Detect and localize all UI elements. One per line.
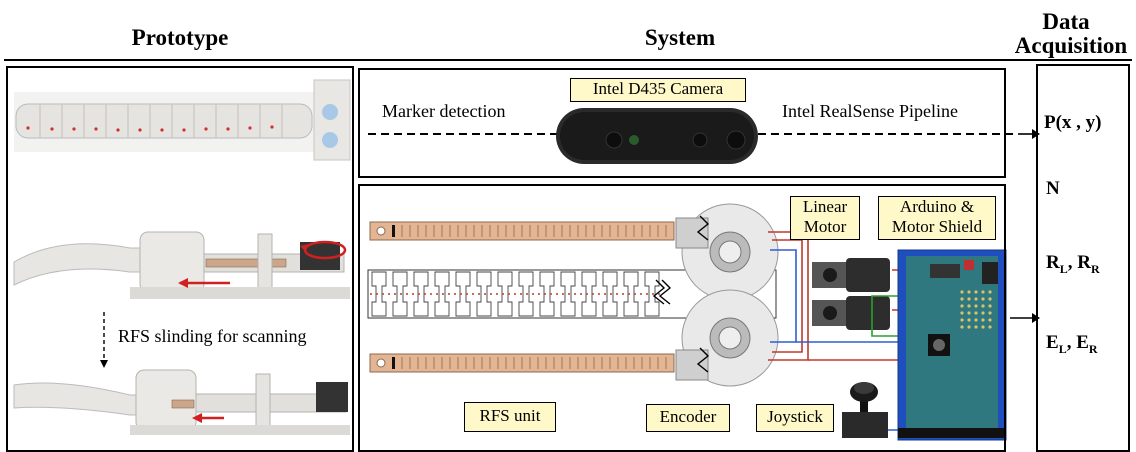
- output-e-sep: ,: [1066, 332, 1077, 353]
- output-e-base-2: E: [1076, 332, 1089, 353]
- prototype-photo-middle: [13, 231, 350, 299]
- rfs-unit-label: RFS unit: [464, 402, 556, 432]
- prototype-header: Prototype: [131, 25, 229, 50]
- output-e-base: E: [1046, 332, 1059, 353]
- joystick-icon: [842, 382, 888, 438]
- encoder-gear-top: [675, 203, 779, 301]
- encoder-label: Encoder: [646, 404, 730, 432]
- output-e-sub-r: R: [1088, 341, 1098, 356]
- camera-label: Intel D435 Camera: [570, 78, 746, 102]
- camera-icon: [556, 108, 758, 164]
- realsense-pipeline-text: Intel RealSense Pipeline: [782, 101, 958, 121]
- prototype-photo-bottom: [13, 369, 350, 435]
- data-acquisition-header-line1: Data: [1042, 9, 1090, 34]
- system-header: System: [644, 25, 716, 50]
- marker-detection-text: Marker detection: [382, 101, 506, 121]
- linear-motor-label: Linear Motor: [790, 196, 860, 240]
- output-n: N: [1046, 178, 1060, 199]
- data-acquisition-panel: [1036, 64, 1130, 452]
- output-e-sub-l: L: [1058, 341, 1067, 356]
- linear-motor: [812, 258, 890, 330]
- output-r-sep: ,: [1067, 252, 1078, 273]
- prototype-photo-top: [14, 79, 351, 161]
- joystick-label: Joystick: [756, 404, 834, 432]
- arduino-board: [897, 249, 1007, 441]
- output-e: EL, ER: [1046, 332, 1098, 357]
- output-r: RL, RR: [1046, 252, 1100, 277]
- prototype-panel: [6, 66, 354, 452]
- output-r-base: R: [1046, 252, 1060, 273]
- output-r-sub-r: R: [1090, 261, 1100, 276]
- output-r-base-2: R: [1077, 252, 1091, 273]
- camera-panel: [358, 68, 1006, 178]
- system-hardware-panel: [358, 184, 1006, 452]
- output-position: P(x , y): [1044, 112, 1102, 133]
- output-r-sub-l: L: [1059, 261, 1068, 276]
- prototype-caption: RFS slinding for scanning: [118, 326, 307, 346]
- arduino-label: Arduino & Motor Shield: [878, 196, 996, 240]
- encoder-gear-bottom: [675, 289, 779, 387]
- data-acquisition-header-line2: Acquisition: [1014, 33, 1128, 58]
